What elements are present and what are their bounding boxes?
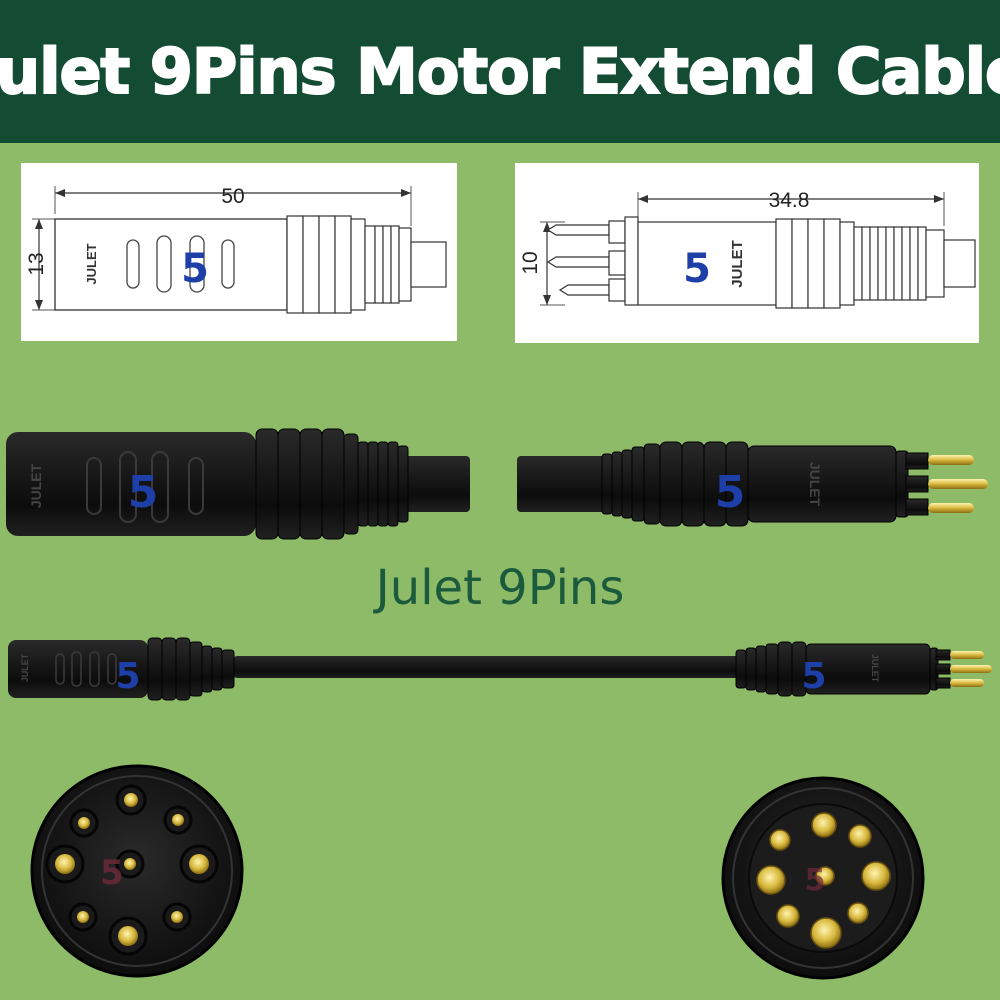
male-connector-photo: 5 JULET [517, 441, 988, 527]
female-photo-brand: JULET [28, 463, 44, 508]
female-photo-logo: 5 [128, 467, 159, 518]
male-photo-brand: JULET [807, 462, 823, 507]
female-drawing-logo: 5 [181, 246, 209, 292]
header: Julet 9Pins Motor Extend Cable [0, 0, 1000, 143]
female-drawing-panel: 50 13 [21, 163, 457, 341]
full-cable-photo: JULET 5 5 JULET [8, 637, 992, 701]
female-pin-sockets [45, 784, 219, 956]
female-face-logo: 5 [100, 853, 124, 893]
male-face-photo: 5 [721, 776, 925, 980]
connector-type-label: Julet 9Pins [375, 560, 625, 616]
male-pins [756, 812, 891, 949]
male-drawing-panel: 34.8 10 [515, 163, 979, 343]
header-bar [0, 0, 1000, 143]
small-male-brand: JULET [870, 654, 880, 683]
male-diameter-label: 10 [519, 251, 542, 274]
page-title: Julet 9Pins Motor Extend Cable [0, 34, 1000, 109]
small-male-logo: 5 [801, 656, 826, 697]
male-face-logo: 5 [805, 863, 826, 898]
female-connector-photo: JULET 5 [6, 428, 470, 540]
male-length-label: 34.8 [769, 189, 810, 212]
small-female-logo: 5 [115, 656, 140, 697]
male-photo-logo: 5 [715, 467, 746, 518]
male-drawing-logo: 5 [683, 246, 711, 292]
female-drawing-brand: JULET [84, 243, 99, 284]
female-diameter-label: 13 [25, 252, 48, 275]
female-face-photo: 5 [30, 764, 244, 978]
small-female-brand: JULET [20, 653, 30, 682]
female-length-label: 50 [221, 185, 244, 208]
male-drawing-brand: JULET [729, 240, 746, 288]
